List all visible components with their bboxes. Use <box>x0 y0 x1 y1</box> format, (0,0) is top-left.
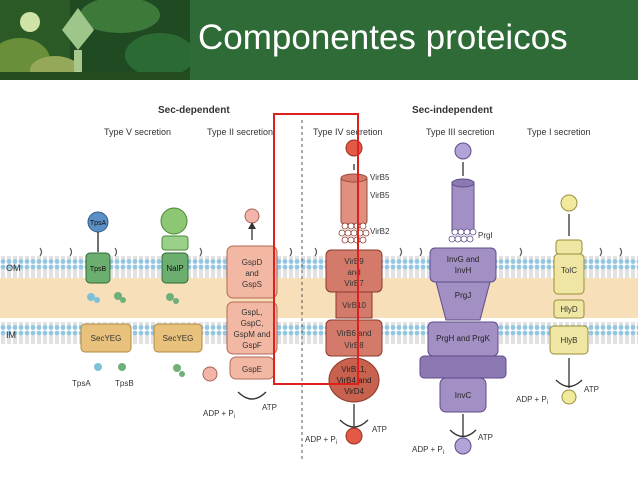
type-i-atp: ATP <box>584 385 599 394</box>
type-ii-system: GspD and GspS GspL, GspC, GspM and GspF … <box>202 208 278 420</box>
type-iii-system: PrgI InvG and InvH PrgJ PrgH and PrgK In… <box>412 142 507 456</box>
virb5b-label: VirB5 <box>370 191 390 200</box>
nalp-label: NalP <box>166 264 183 273</box>
virb11-line3: VirD4 <box>344 387 364 396</box>
header-thumbnail-image <box>0 0 190 80</box>
type-iii-label: Type III secretion <box>426 127 495 137</box>
virb9-line3: VirB7 <box>344 279 364 288</box>
hlyb-label: HlyB <box>561 336 578 345</box>
type-ii-substrate <box>244 208 260 224</box>
hlyd <box>553 299 585 319</box>
virb11-line1: VirB11, <box>341 365 367 374</box>
sec-dependent-label: Sec-dependent <box>158 105 230 116</box>
im-label: IM <box>6 330 16 340</box>
virb10 <box>335 291 373 319</box>
prgi-subunits <box>448 228 477 243</box>
type-v-label: Type V secretion <box>104 127 171 137</box>
type-iii-substrate <box>454 142 472 160</box>
type-iii-ring <box>419 355 507 379</box>
virb5a-label: VirB5 <box>370 173 390 182</box>
gspd-line2: and <box>245 269 258 278</box>
type-iv-substrate <box>345 139 363 157</box>
periplasm-band <box>0 278 638 318</box>
virb10-label: VirB10 <box>342 301 366 310</box>
type-iv-label: Type IV secretion <box>313 127 383 137</box>
tpsb-barrel <box>85 252 111 284</box>
gspl-line2: GspC, <box>241 319 264 328</box>
type-iii-adp: ADP + Pi <box>412 445 444 456</box>
virb6-line1: VirB6 and <box>337 329 372 338</box>
type-i-label: Type I secretion <box>527 127 591 137</box>
secyeg-left-label: SecYEG <box>91 334 122 343</box>
secretion-systems-diagram: OM IM Sec-dependent Sec-independent Type… <box>0 105 638 460</box>
virb5-pilus <box>340 175 368 225</box>
virb9-line1: VirB9 <box>344 257 364 266</box>
prgi-label: PrgI <box>478 231 493 240</box>
type-i-system: TolC HlyD HlyB ADP + Pi ATP <box>516 194 599 406</box>
virb9-line2: and <box>347 268 360 277</box>
invg-line1: InvG and <box>447 255 479 264</box>
gspe-label: GspE <box>242 365 262 374</box>
gspl-line4: GspF <box>242 341 262 350</box>
type-iv-adp: ADP + Pi <box>305 435 337 446</box>
tpsa-top-label: TpsA <box>90 220 107 227</box>
tolc-label: TolC <box>561 266 577 275</box>
type-ii-atp: ATP <box>262 403 277 412</box>
prgh-label: PrgH and PrgK <box>436 334 490 343</box>
virb6-complex <box>325 319 383 357</box>
prgj-label: PrgJ <box>455 291 471 300</box>
om-label: OM <box>6 263 21 273</box>
secyeg-nalp <box>153 323 203 353</box>
gspd-complex <box>226 245 278 299</box>
gspl-line3: GspM and <box>234 330 271 339</box>
virb2-pilins <box>338 222 370 244</box>
hlyd-label: HlyD <box>560 305 578 314</box>
type-i-substrate <box>560 194 578 212</box>
tolc <box>553 253 585 295</box>
virb2-label: VirB2 <box>370 227 390 236</box>
secyeg-left <box>80 323 132 353</box>
slide-header: Componentes proteicos <box>0 0 638 80</box>
virb6-line2: VirB8 <box>344 341 364 350</box>
type-iv-highlight-box <box>273 113 359 385</box>
prgj-rod <box>435 281 491 321</box>
virb11-line2: VirB4 and <box>337 376 372 385</box>
tpsb-bottom-label: TpsB <box>115 379 134 388</box>
invg-line2: InvH <box>455 266 472 275</box>
nalp-passenger <box>160 207 188 235</box>
tpsb-label: TpsB <box>90 266 107 273</box>
hlyb <box>549 325 589 355</box>
slide-title: Componentes proteicos <box>198 18 568 57</box>
type-i-adp: ADP + Pi <box>516 395 548 406</box>
gspd-line3: GspS <box>242 280 262 289</box>
type-iii-atp: ATP <box>478 433 493 442</box>
gspl-line1: GspL, <box>241 308 262 317</box>
tpsa-bottom-label: TpsA <box>72 379 91 388</box>
type-ii-adp: ADP + Pi <box>203 409 235 420</box>
type-ii-label: Type II secretion <box>207 127 273 137</box>
gspl-complex <box>226 301 278 355</box>
secyeg-nalp-label: SecYEG <box>163 334 194 343</box>
invc-atpase <box>439 377 487 413</box>
type-v-system: TpsA TpsB SecYEG TpsA TpsB <box>72 211 134 388</box>
sec-independent-label: Sec-independent <box>412 105 493 116</box>
invg-complex <box>429 247 497 283</box>
nalp-system: NalP SecYEG <box>153 207 203 377</box>
invc-label: InvC <box>455 391 472 400</box>
virb11-atpase <box>328 357 380 403</box>
type-iv-atp: ATP <box>372 425 387 434</box>
gspd-line1: GspD <box>242 258 263 267</box>
prgi-needle <box>451 181 475 233</box>
nalp-barrel <box>161 252 189 284</box>
